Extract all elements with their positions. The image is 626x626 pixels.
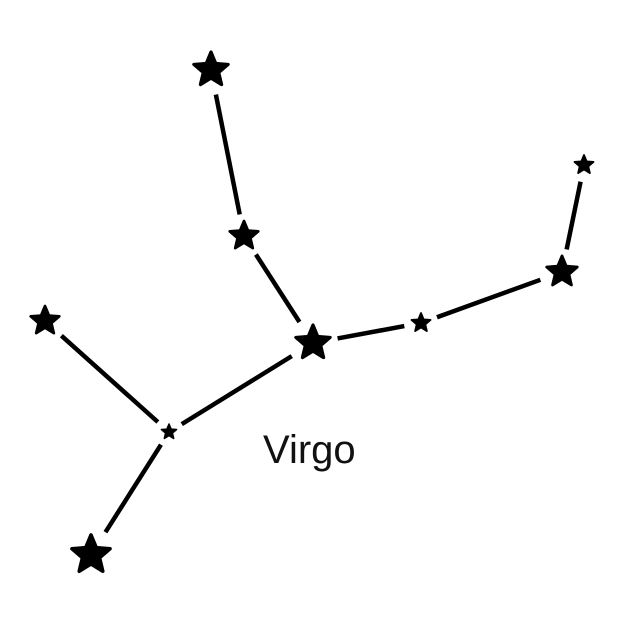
- connection-line-top-to-upper-middle: [213, 94, 242, 215]
- star-icon-left: [29, 304, 61, 335]
- constellation-lines: [59, 94, 583, 534]
- star-icon-top: [192, 50, 230, 87]
- star-icon-bottom: [70, 533, 112, 573]
- connection-line-junction-to-bottom: [103, 443, 163, 534]
- star-icon-right-mid: [410, 312, 432, 332]
- constellation-name-label: Virgo: [263, 428, 356, 472]
- star-icon-right-top: [573, 154, 595, 174]
- connection-line-center-to-right-mid: [337, 323, 405, 341]
- star-icon-upper-middle: [228, 219, 260, 250]
- star-icon-right-upper: [545, 254, 579, 287]
- connection-line-right-upper-to-right-top: [564, 181, 583, 250]
- connection-line-left-to-junction: [59, 333, 160, 424]
- constellation-stars: [29, 50, 595, 573]
- star-icon-center: [294, 323, 332, 360]
- connection-line-right-mid-to-right-upper: [436, 277, 542, 320]
- star-icon-junction: [160, 423, 178, 440]
- connection-line-center-to-junction: [180, 354, 293, 427]
- connection-line-upper-middle-to-center: [254, 253, 302, 324]
